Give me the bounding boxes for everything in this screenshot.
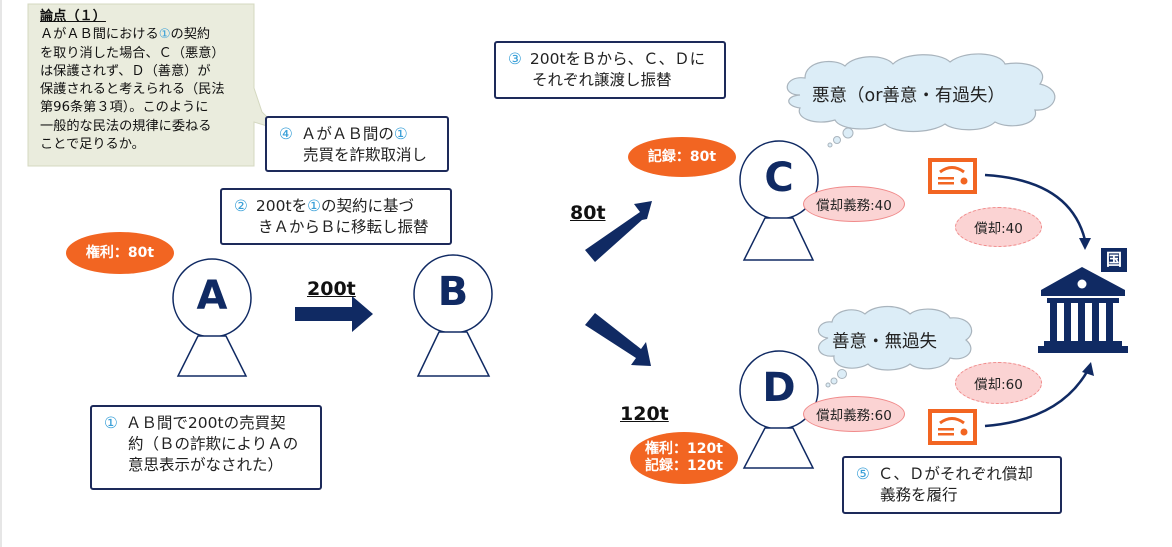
person-c-figure (739, 140, 819, 261)
redemption-arrow-d (984, 362, 1094, 428)
thought-cloud-d (817, 305, 973, 388)
transfer-qty-b-to-c: 80t (570, 202, 606, 224)
step-number: ④ (279, 125, 293, 143)
issue-note-line: は保護されず、Ｄ（善意）が (40, 63, 211, 79)
transfer-qty-a-to-b: 200t (307, 278, 356, 300)
certificate-icon-c (928, 158, 977, 194)
party-c-record-badge: 記録：80t (628, 137, 736, 177)
party-c-obligation: 償却義務:40 (803, 186, 905, 222)
issue-note: 論点（１） ＡがＡＢ間における①の契約 を取り消した場合、Ｃ（悪意） は保護され… (40, 8, 255, 154)
party-d-label: D (762, 365, 796, 411)
person-a-figure (172, 258, 252, 377)
party-d-rights: 権利：120t (645, 441, 723, 457)
redemption-c-label: 償却:40 (955, 207, 1042, 247)
frame-border (0, 0, 2, 547)
issue-note-title: 論点（１） (40, 9, 106, 24)
transfer-arrow-b-to-c (585, 201, 652, 262)
party-a-label: A (196, 273, 228, 319)
issue-note-line: 第96条第３項）。このように (40, 100, 209, 116)
person-b-figure (413, 254, 493, 377)
person-d-figure (739, 350, 819, 469)
certificate-icon-d (928, 409, 977, 445)
issue-note-line: を取り消した場合、Ｃ（悪意） (40, 45, 225, 61)
redemption-arrow-c (984, 173, 1091, 250)
party-d-state-of-mind: 善意・無過失 (832, 332, 937, 352)
step-number: ① (104, 414, 118, 432)
redemption-d-label: 償却:60 (955, 362, 1042, 404)
state-label: 国 (1105, 250, 1122, 269)
transfer-arrow-b-to-d (585, 313, 651, 366)
circled-ref: ① (158, 27, 171, 43)
party-c-state-of-mind: 悪意（or善意・有過失） (812, 86, 1005, 106)
party-a-rights-badge: 権利：80t (66, 232, 174, 274)
government-building-icon (1038, 248, 1128, 353)
party-d-badge: 権利：120t 記録：120t (630, 432, 738, 484)
party-d-record: 記録：120t (645, 458, 723, 474)
party-b-label: B (437, 269, 469, 315)
issue-note-line: ＡがＡＢ間における①の契約 (40, 27, 211, 43)
issue-note-line: 保護されると考えられる（民法 (40, 82, 225, 98)
party-c-label: C (764, 155, 794, 201)
thought-cloud-c (786, 53, 1056, 148)
party-d-obligation: 償却義務:60 (803, 396, 905, 432)
step-number: ③ (508, 50, 522, 68)
step-number: ⑤ (856, 465, 870, 483)
issue-note-line: 一般的な民法の規律に委ねる (40, 118, 212, 134)
transfer-qty-b-to-d: 120t (620, 403, 669, 425)
step-number: ② (234, 197, 248, 215)
issue-note-line: ことで足りるか。 (40, 137, 145, 153)
transfer-arrow-a-to-b (295, 296, 373, 332)
